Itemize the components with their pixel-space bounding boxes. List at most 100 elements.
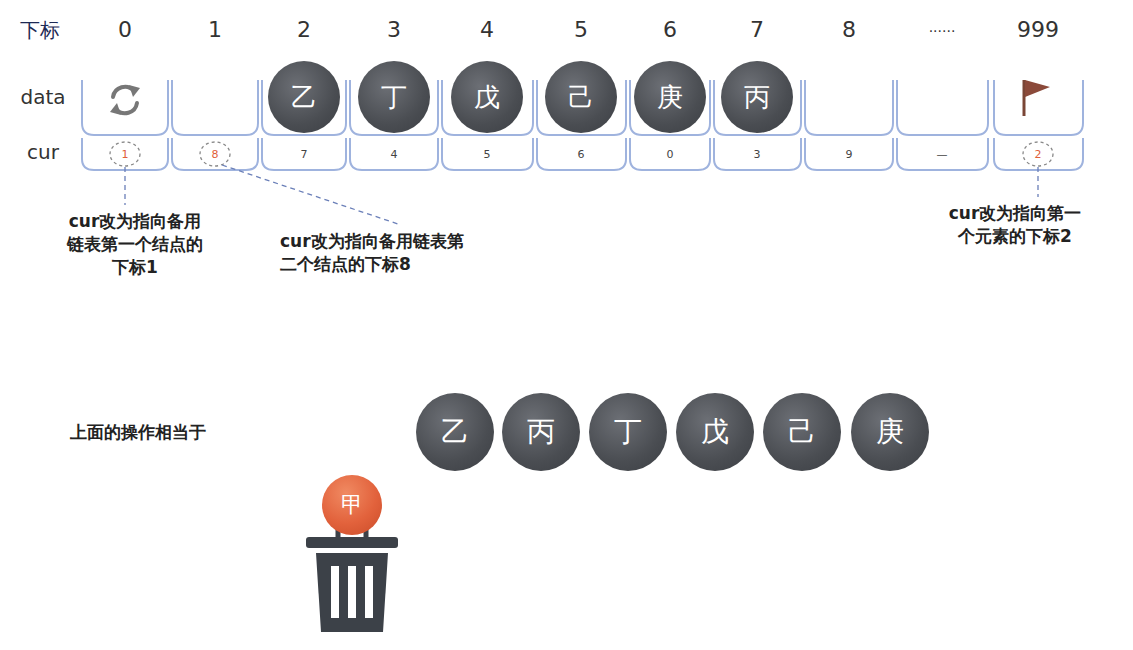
node-text: 5 [484, 148, 491, 161]
data-element: 己 [545, 61, 617, 133]
row-header: 下标 [20, 17, 60, 44]
node-text: — [937, 148, 948, 161]
data-element: 乙 [268, 61, 340, 133]
list-element: 乙 [416, 393, 494, 471]
cur-cell [805, 138, 893, 170]
list-element: 丁 [589, 393, 667, 471]
index-number: 3 [387, 15, 401, 45]
node-text: 8 [212, 148, 219, 161]
data-element: 丁 [358, 61, 430, 133]
cur-value: 5 [480, 147, 495, 162]
node-text: 0 [667, 148, 674, 161]
cur-value: 9 [842, 147, 857, 162]
cur-cell [442, 138, 533, 170]
data-cell [805, 80, 893, 135]
index-number: 0 [118, 15, 132, 45]
callout-note: cur改为指向备用链表第一个结点的下标1 [63, 210, 207, 279]
index-number: 7 [750, 15, 764, 45]
trash-can [306, 527, 398, 632]
leader-lines [125, 165, 1038, 224]
list-element: 戊 [676, 393, 754, 471]
node-text: 1 [122, 148, 129, 161]
row-header: data [20, 84, 65, 111]
cur-value: 1 [118, 147, 133, 162]
trash-slot [331, 566, 339, 618]
data-element: 戊 [451, 61, 523, 133]
node-text: 丙 [744, 80, 770, 115]
cur-cell [630, 138, 710, 170]
data-element: 庚 [634, 61, 706, 133]
cur-cell [262, 138, 346, 170]
list-element: 己 [763, 393, 841, 471]
node-text: 庚 [876, 413, 904, 451]
cur-cell [537, 138, 626, 170]
leader-line [124, 167, 125, 205]
node-text: 己 [568, 80, 594, 115]
highlight-ring [1023, 142, 1053, 166]
node-text: 丙 [527, 413, 555, 451]
index-number: 8 [842, 15, 856, 45]
deleted-element: 甲 [322, 475, 382, 535]
highlight-ring [110, 142, 140, 166]
cur-value: 2 [1031, 147, 1046, 162]
section-note: 上面的操作相当于 [70, 421, 206, 444]
node-text: 6 [578, 148, 585, 161]
index-number: 999 [1017, 15, 1059, 45]
row-header: cur [27, 139, 59, 166]
index-number: 6 [663, 15, 677, 45]
trash-slot [348, 566, 356, 618]
node-text: 9 [846, 148, 853, 161]
data-element: 丙 [721, 61, 793, 133]
node-text: 戊 [474, 80, 500, 115]
list-element: 丙 [502, 393, 580, 471]
refresh-head [110, 103, 121, 115]
cur-cell [897, 138, 988, 170]
flag-cloth [1025, 80, 1050, 97]
trash-body [316, 553, 388, 632]
data-cell [897, 80, 988, 135]
data-cell [82, 80, 168, 135]
data-cell [172, 80, 258, 135]
cur-value: 8 [208, 147, 223, 162]
callout-note: cur改为指向第一个元素的下标2 [943, 202, 1087, 248]
cur-cell [350, 138, 438, 170]
index-number: 1 [208, 15, 222, 45]
node-text: 己 [788, 413, 816, 451]
cur-cell [82, 138, 168, 170]
node-text: 乙 [441, 413, 469, 451]
node-text: 戊 [701, 413, 729, 451]
highlight-ring [200, 142, 230, 166]
trash-lid [306, 537, 398, 548]
leader-line [222, 165, 398, 224]
node-text: 丁 [614, 413, 642, 451]
node-text: 庚 [657, 80, 683, 115]
node-text: 7 [301, 148, 308, 161]
leader-line [1037, 167, 1038, 197]
cur-value: 0 [663, 147, 678, 162]
node-text: 3 [754, 148, 761, 161]
refresh-head [129, 85, 140, 97]
trash-slot [365, 566, 373, 618]
cur-value: — [933, 147, 952, 162]
highlight-rings [110, 142, 1053, 166]
node-text: 2 [1035, 148, 1042, 161]
cur-value: 3 [750, 147, 765, 162]
index-number: 2 [297, 15, 311, 45]
index-number: 5 [574, 15, 588, 45]
node-text: 丁 [381, 80, 407, 115]
node-text: 甲 [341, 490, 363, 520]
node-text: 乙 [291, 80, 317, 115]
callout-note: cur改为指向备用链表第二个结点的下标8 [280, 230, 476, 276]
cur-cell [994, 138, 1083, 170]
node-text: 4 [391, 148, 398, 161]
cur-cell [714, 138, 801, 170]
data-cell [994, 80, 1083, 135]
cur-value: 7 [297, 147, 312, 162]
list-element: 庚 [851, 393, 929, 471]
cur-value: 4 [387, 147, 402, 162]
cur-cell [172, 138, 258, 170]
index-number: 4 [480, 15, 494, 45]
index-number: ...... [929, 18, 956, 37]
cur-value: 6 [574, 147, 589, 162]
